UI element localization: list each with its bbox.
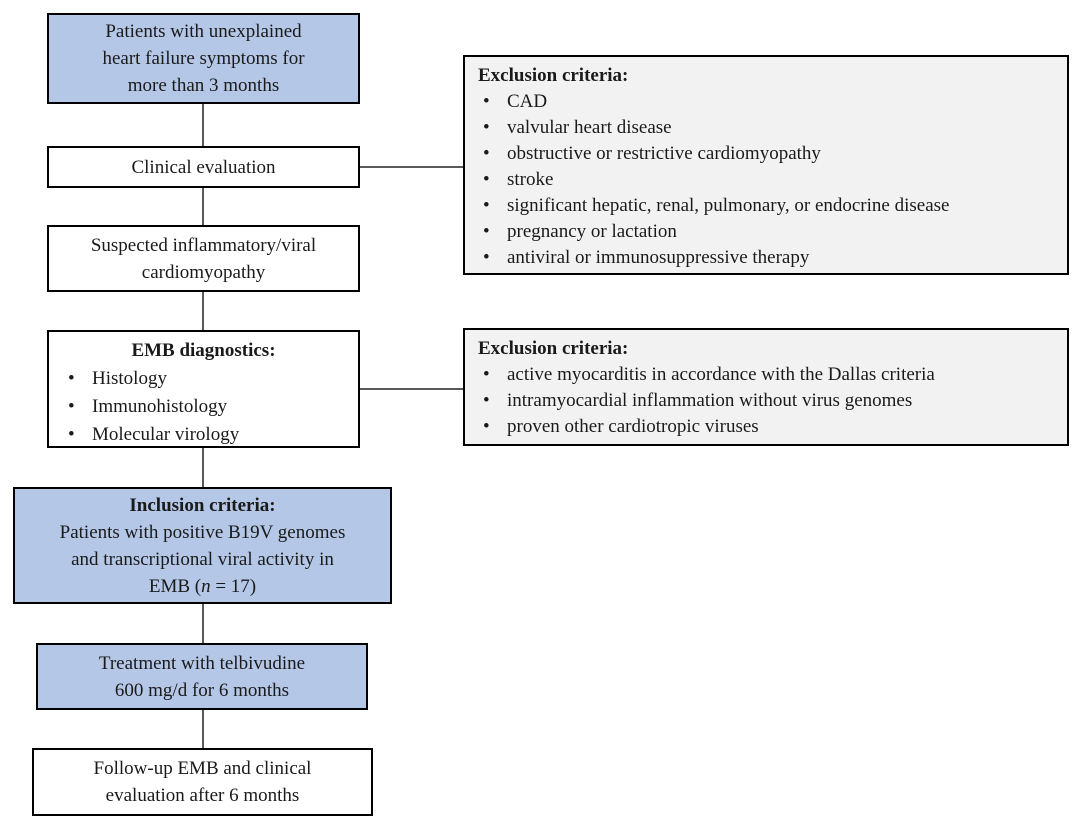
connector-emb-exclusion2 [360,388,463,390]
box-followup-line: evaluation after 6 months [105,785,300,806]
box-clinical-evaluation: Clinical evaluation [47,146,360,188]
exclusion-criteria-box-2: Exclusion criteria: active myocarditis i… [463,328,1069,446]
connector-clinical-suspected [202,188,204,225]
box-inclusion-n-line: EMB (n = 17) [149,573,256,600]
connector-emb-inclusion [202,448,204,487]
box-clinical-evaluation-label: Clinical evaluation [131,156,276,178]
connector-suspected-emb [202,292,204,330]
box-followup: Follow-up EMB and clinical evaluation af… [32,748,373,816]
connector-clinical-exclusion1 [360,166,463,168]
bullet-item: proven other cardiotropic viruses [478,414,1059,440]
exclusion-criteria-2-list: active myocarditis in accordance with th… [478,362,1059,440]
box-patients-line: heart failure symptoms for [102,48,305,69]
bullet-item: antiviral or immunosuppressive therapy [478,245,1059,271]
box-suspected-line: cardiomyopathy [141,261,266,283]
bullet-item: significant hepatic, renal, pulmonary, o… [478,193,1059,219]
n-line-pre: EMB ( [148,575,202,597]
bullet-item: obstructive or restrictive cardiomyopath… [478,141,1059,167]
bullet-item: Molecular virology [63,421,358,449]
bullet-item: intramyocardial inflammation without vir… [478,388,1059,414]
box-followup-line: Follow-up EMB and clinical [93,758,312,779]
connector-treatment-followup [202,710,204,748]
exclusion-criteria-box-1: Exclusion criteria: CADvalvular heart di… [463,55,1069,275]
exclusion-criteria-2-title: Exclusion criteria: [478,338,629,359]
box-inclusion-line: Patients with positive B19V genomes [59,521,346,543]
bullet-item: pregnancy or lactation [478,219,1059,245]
connector-patients-clinical [202,104,204,146]
box-patients-line: more than 3 months [127,75,280,96]
box-emb-diagnostics-title: EMB diagnostics: [131,340,276,361]
n-line-post: = 17) [210,575,257,597]
box-suspected-cardiomyopathy: Suspected inflammatory/viral cardiomyopa… [47,225,360,292]
exclusion-criteria-1-title: Exclusion criteria: [478,65,629,86]
box-patients: Patients with unexplained heart failure … [47,13,360,104]
connector-inclusion-treatment [202,604,204,643]
bullet-item: Immunohistology [63,393,358,421]
bullet-item: stroke [478,167,1059,193]
box-patients-line: Patients with unexplained [105,21,302,42]
n-line-italic: n [201,575,211,597]
box-inclusion-criteria: Inclusion criteria: Patients with positi… [13,487,392,604]
box-treatment-line: 600 mg/d for 6 months [114,679,290,701]
box-suspected-line: Suspected inflammatory/viral [90,234,317,256]
box-emb-diagnostics: EMB diagnostics: HistologyImmunohistolog… [47,330,360,449]
box-treatment: Treatment with telbivudine 600 mg/d for … [36,643,368,710]
bullet-item: CAD [478,89,1059,115]
bullet-item: active myocarditis in accordance with th… [478,362,1059,388]
box-inclusion-criteria-title: Inclusion criteria: [129,494,276,516]
box-treatment-line: Treatment with telbivudine [98,652,306,674]
box-emb-diagnostics-list: HistologyImmunohistologyMolecular virolo… [63,365,358,449]
bullet-item: Histology [63,365,358,393]
box-inclusion-line: and transcriptional viral activity in [71,548,334,570]
bullet-item: valvular heart disease [478,115,1059,141]
exclusion-criteria-1-list: CADvalvular heart diseaseobstructive or … [478,89,1059,271]
